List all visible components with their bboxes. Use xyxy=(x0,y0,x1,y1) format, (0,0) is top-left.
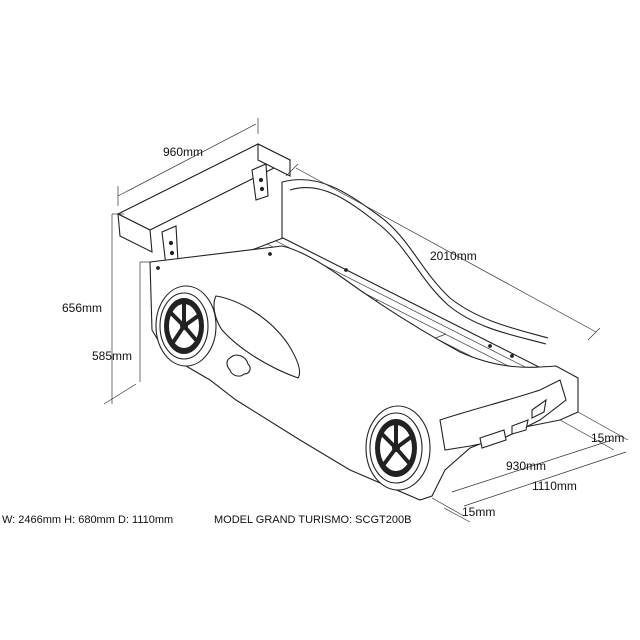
dim-inner-width: 930mm xyxy=(506,459,546,473)
dim-end-offset-top: 15mm xyxy=(591,431,624,445)
model-caption: MODEL GRAND TURISMO: SCGT200B xyxy=(214,514,412,526)
overall-dimensions-caption: W: 2466mm H: 680mm D: 1110mm xyxy=(2,514,174,526)
dimension-lines xyxy=(103,118,629,523)
dim-spoiler-width: 960mm xyxy=(163,145,203,159)
dim-overall-height: 656mm xyxy=(62,301,102,315)
dim-outer-width: 1110mm xyxy=(532,479,577,493)
rear-wheel xyxy=(155,285,217,367)
front-wheel xyxy=(365,405,431,491)
dim-end-offset-bottom: 15mm xyxy=(462,505,495,519)
dim-side-height: 585mm xyxy=(92,349,132,363)
near-side-panel xyxy=(149,245,579,501)
dim-overall-length: 2010mm xyxy=(430,249,477,263)
far-side-wall xyxy=(281,179,549,345)
